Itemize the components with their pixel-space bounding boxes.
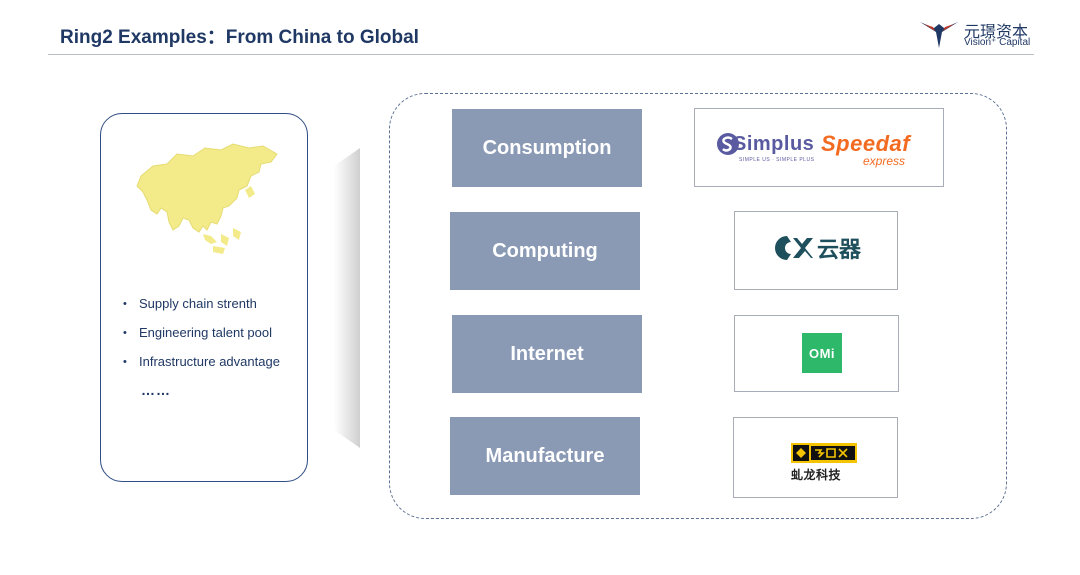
page-title: Ring2 Examples：From China to Global [60, 27, 419, 48]
category-computing: Computing [450, 212, 640, 290]
category-internet: Internet [452, 315, 642, 393]
omi-logo: OMi [802, 333, 842, 373]
brand-name-cn: 元璟资本 [964, 22, 1029, 41]
brand-name-en: Vision⁺ Capital [964, 37, 1031, 48]
title-divider [48, 54, 1034, 55]
list-item: Supply chain strenth [123, 296, 303, 325]
yunqi-logo-icon [775, 236, 813, 260]
list-item: Infrastructure advantage [123, 354, 303, 383]
category-consumption: Consumption [452, 109, 642, 187]
yunqi-wordmark: 云器 [817, 238, 862, 263]
advantages-list: Supply chain strenth Engineering talent … [123, 296, 303, 383]
consumption-logos: Simplus SIMPLE US · SIMPLE PLUS Speedaf … [694, 108, 944, 187]
manufacture-logo: 虬龙科技 [733, 417, 898, 498]
simplus-wordmark: Simplus [733, 133, 815, 155]
speedaf-subtitle: express [863, 154, 906, 168]
eagle-icon [920, 22, 958, 48]
examples-panel [389, 93, 1007, 519]
more-ellipsis: …… [141, 382, 171, 398]
brand-logo: 元璟资本 Vision⁺ Capital [918, 16, 1038, 52]
list-item: Engineering talent pool [123, 325, 303, 354]
surron-wordmark: 虬龙科技 [791, 468, 842, 482]
speedaf-wordmark: Speedaf [821, 131, 911, 156]
china-advantages-panel: Supply chain strenth Engineering talent … [100, 113, 308, 482]
internet-logo: OMi [734, 315, 899, 392]
surron-logo-icon [791, 443, 857, 463]
asia-map-icon [136, 143, 278, 254]
simplus-tagline: SIMPLE US · SIMPLE PLUS [739, 157, 815, 163]
simplus-logo-icon [717, 133, 739, 155]
connector-bracket [334, 148, 360, 448]
category-manufacture: Manufacture [450, 417, 640, 495]
computing-logo: 云器 [734, 211, 898, 290]
